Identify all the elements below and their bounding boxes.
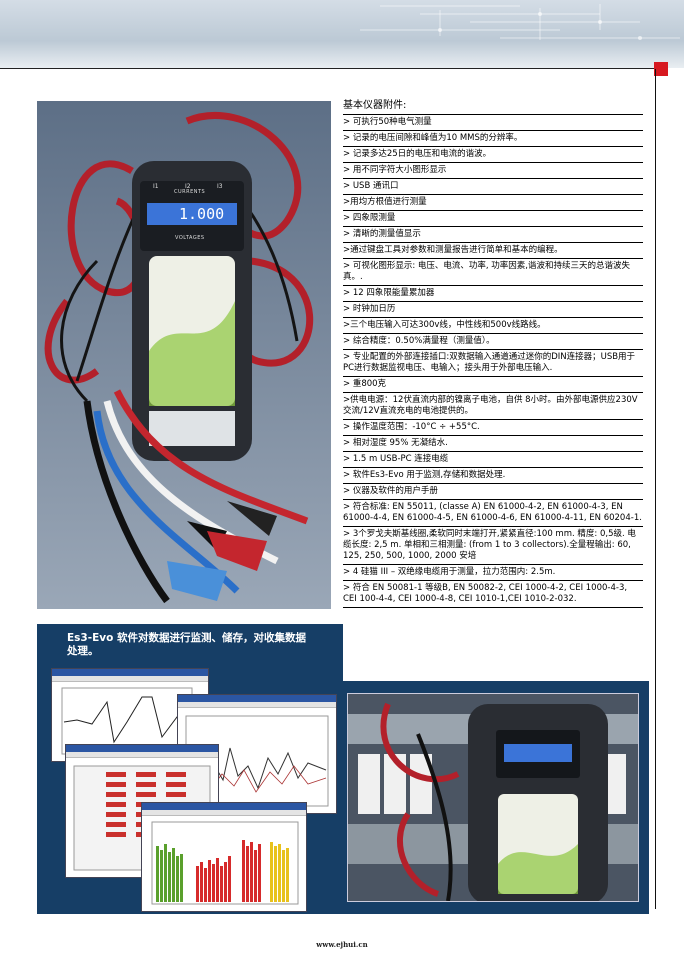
device-voltages-label: VOLTAGES — [175, 235, 205, 241]
spec-list-title: 基本仪器附件: — [343, 98, 643, 115]
device-phase-i2: I2 — [185, 183, 191, 190]
spec-item: > 用不同字符大小图形显示 — [343, 163, 643, 179]
window-menubar — [66, 752, 218, 758]
spec-item: > 仪器及软件的用户手册 — [343, 484, 643, 500]
spec-item: > 软件Es3-Evo 用于监测,存储和数据处理. — [343, 468, 643, 484]
line-chart-thumbnail — [61, 687, 193, 755]
spec-item: > 综合精度：0.50%满量程（测量值）。 — [343, 334, 643, 350]
analyzer-in-cabinet-photo — [347, 693, 639, 902]
spec-item: > 可视化图形显示: 电压、电流、功率, 功率因素,谐波和持续三天的总谐波失真。… — [343, 259, 643, 286]
window-titlebar — [52, 669, 208, 676]
spec-item: > 清晰的测量值显示 — [343, 227, 643, 243]
header-rule — [0, 68, 655, 69]
spec-item: > 符合 EN 50081-1 等级B, EN 50082-2, CEI 100… — [343, 581, 643, 608]
spec-item: > 专业配置的外部连接插口:双数据输入通道通过迷你的DIN连接器；USB用于PC… — [343, 350, 643, 377]
spec-item: > 1.5 m USB-PC 连接电缆 — [343, 452, 643, 468]
spec-item: > 重800克 — [343, 377, 643, 393]
device-phase-i3: I3 — [217, 183, 223, 190]
spec-item: > 操作温度范围：-10°C ÷ +55°C. — [343, 420, 643, 436]
software-panel: Es3-Evo 软件对数据进行监测、储存，对收集数据处理。 — [37, 624, 649, 914]
spec-item: >三个电压输入可达300v线，中性线和500v线路线。 — [343, 318, 643, 334]
spec-item: > 4 硅猫 III – 双绝缘电缆用于测量，拉力范围内: 2.5m. — [343, 565, 643, 581]
window-titlebar — [66, 745, 218, 752]
device-phase-i1: I1 — [153, 183, 159, 190]
device-currents-label: CURRENTS — [174, 189, 206, 195]
spec-item: > 记录的电压间隙和峰值为10 MMS的分辨率。 — [343, 131, 643, 147]
spec-item: >通过键盘工具对参数和测量报告进行简单和基本的编程。 — [343, 243, 643, 259]
window-menubar — [178, 702, 336, 708]
window-titlebar — [142, 803, 306, 810]
analyzer-product-photo: CURRENTS I1 I2 I3 1.000 VOLTAGES — [37, 101, 331, 609]
spec-item: > 四象限测量 — [343, 211, 643, 227]
window-menubar — [142, 810, 306, 816]
spec-item: > 3个罗戈夫斯基线圈,柔软同时末端打开,紧紧直径:100 mm. 精度: 0,… — [343, 527, 643, 565]
spec-item: > 时钟加日历 — [343, 302, 643, 318]
device-display-value: 1.000 — [179, 205, 225, 223]
page-header-band — [0, 0, 684, 68]
header-decoration — [360, 4, 680, 40]
spec-item: >用均方根值进行测量 — [343, 195, 643, 211]
spec-item: > 记录多达25日的电压和电流的谐波。 — [343, 147, 643, 163]
spec-item: > 符合标准: EN 55011, (classe A) EN 61000-4-… — [343, 500, 643, 527]
spec-item: > 12 四象限能量累加器 — [343, 286, 643, 302]
window-titlebar — [178, 695, 336, 702]
red-corner-marker — [654, 62, 668, 76]
spec-continuation-area — [343, 624, 649, 681]
right-margin-rule — [655, 69, 656, 909]
footer-url: www.ejhui.cn — [316, 940, 368, 949]
spec-item: > USB 通讯口 — [343, 179, 643, 195]
software-caption: Es3-Evo 软件对数据进行监测、储存，对收集数据处理。 — [67, 632, 306, 657]
spec-item: >供电电源：12伏直流内部的镍离子电池，自供 8小时。由外部电源供应230V交流… — [343, 393, 643, 420]
software-screenshot-harmonics-bar-chart — [141, 802, 307, 912]
window-menubar — [52, 676, 208, 682]
spec-item: > 可执行50种电气测量 — [343, 115, 643, 131]
spec-item: > 相对湿度 95% 无凝结水. — [343, 436, 643, 452]
spec-list: 基本仪器附件: > 可执行50种电气测量 > 记录的电压间隙和峰值为10 MMS… — [343, 98, 643, 608]
harmonics-bar-thumbnail — [151, 821, 299, 905]
